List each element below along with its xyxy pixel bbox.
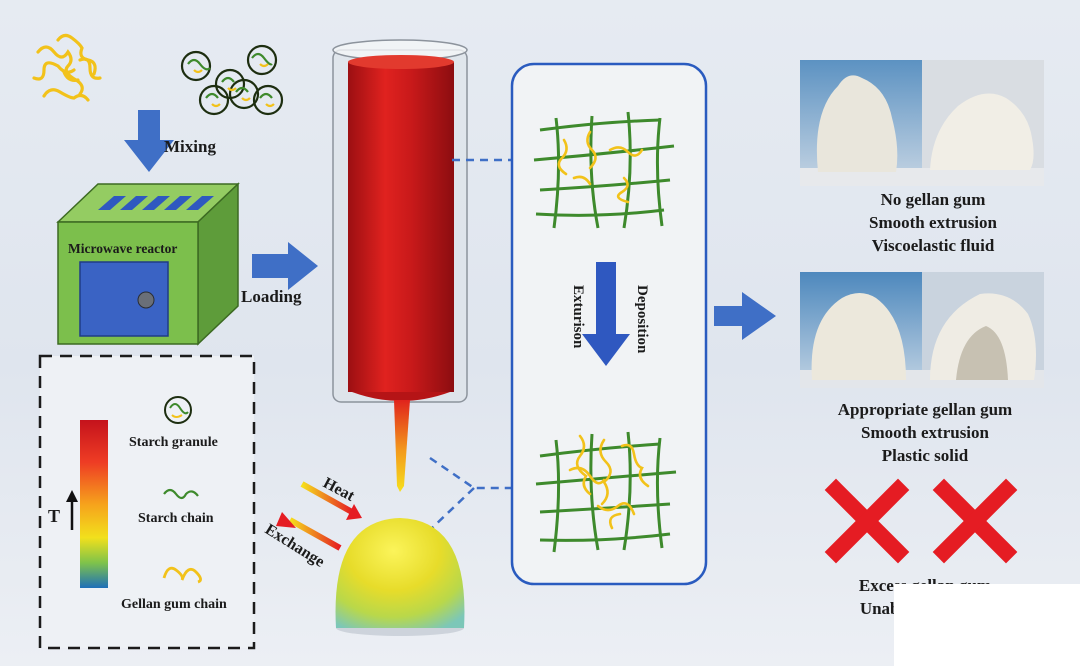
legend-item-starch-chain: Starch chain (138, 511, 214, 526)
outcome-2-line-1: Appropriate gellan gum (838, 400, 1012, 419)
deposit-to-network-arrow (429, 456, 514, 490)
cross-icon-left (824, 478, 910, 564)
results-arrow (714, 292, 776, 340)
starch-granule-icon (164, 396, 192, 424)
microwave-reactor (56, 182, 240, 346)
syringe (332, 39, 468, 492)
outcome-1-line-2: Smooth extrusion (869, 213, 998, 232)
syringe-nozzle (394, 400, 410, 492)
heat-exchange-arrows (276, 481, 362, 551)
extrusion-label: Exturison (570, 285, 586, 349)
gellan-gum-chain-icon (162, 566, 202, 584)
starch-granule-cluster-icon (180, 44, 284, 116)
legend-item-gellan-gum-chain: Gellan gum chain (121, 597, 227, 612)
outcome-2-line-3: Plastic solid (882, 446, 969, 465)
corner-overlay (894, 584, 1080, 666)
deposition-arrow (582, 262, 630, 366)
mixing-arrow (124, 110, 174, 172)
reactor-label: Microwave reactor (68, 241, 177, 256)
network-bottom-illustration (535, 431, 677, 553)
photo-no-gellan (800, 60, 1044, 186)
printed-dome (335, 518, 465, 636)
legend-item-starch-granule: Starch granule (129, 435, 218, 450)
network-top-illustration (533, 111, 675, 229)
photo-appropriate-gellan (800, 272, 1044, 388)
loading-arrow (252, 242, 318, 290)
loading-label: Loading (241, 287, 302, 306)
mixing-label: Mixing (164, 137, 216, 156)
cross-icon-right (932, 478, 1018, 564)
deposition-label: Deposition (634, 285, 650, 354)
temperature-label: T (48, 506, 60, 526)
outcome-1-line-1: No gellan gum (881, 190, 986, 209)
gellan-gum-cluster-icon (32, 33, 102, 102)
outcome-2-line-2: Smooth extrusion (861, 423, 990, 442)
starch-chain-icon (163, 488, 199, 500)
temperature-colorbar (80, 420, 108, 588)
outcome-1-line-3: Viscoelastic fluid (872, 236, 995, 255)
